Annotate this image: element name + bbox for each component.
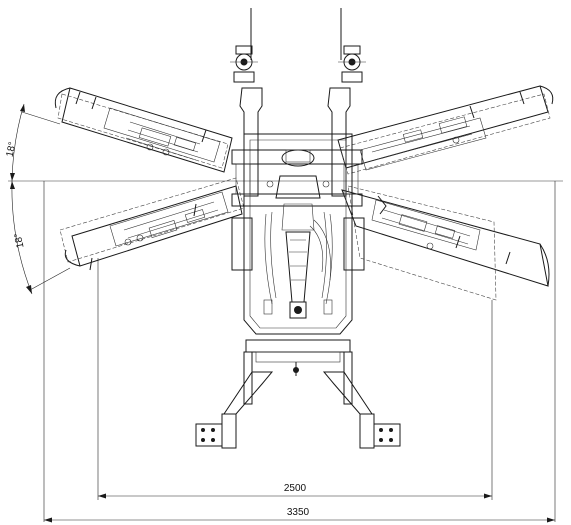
right-wing-lowered [341,185,550,301]
angle-label-upper: 18° [5,141,19,158]
angle-dimension-upper: 18° [5,103,61,182]
angle-dimension-lower: 18° [10,180,71,295]
dimension-label-inner: 2500 [284,483,307,494]
left-wing-raised [54,87,233,173]
dimension-width-outer: 3350 [44,507,555,523]
lower-stand [221,339,375,449]
left-wing-lowered [59,177,245,271]
angle-label-lower: 18° [13,232,27,249]
left-foot-plate [195,423,223,447]
right-wing-raised [337,85,554,175]
left-lift-arm [230,8,263,197]
hydraulic-assembly [263,149,333,319]
central-frame [231,133,365,335]
dimension-width-inner: 2500 [98,483,492,499]
extension-lines [43,181,556,522]
right-foot-plate [373,423,401,447]
dimension-label-outer: 3350 [287,507,310,518]
